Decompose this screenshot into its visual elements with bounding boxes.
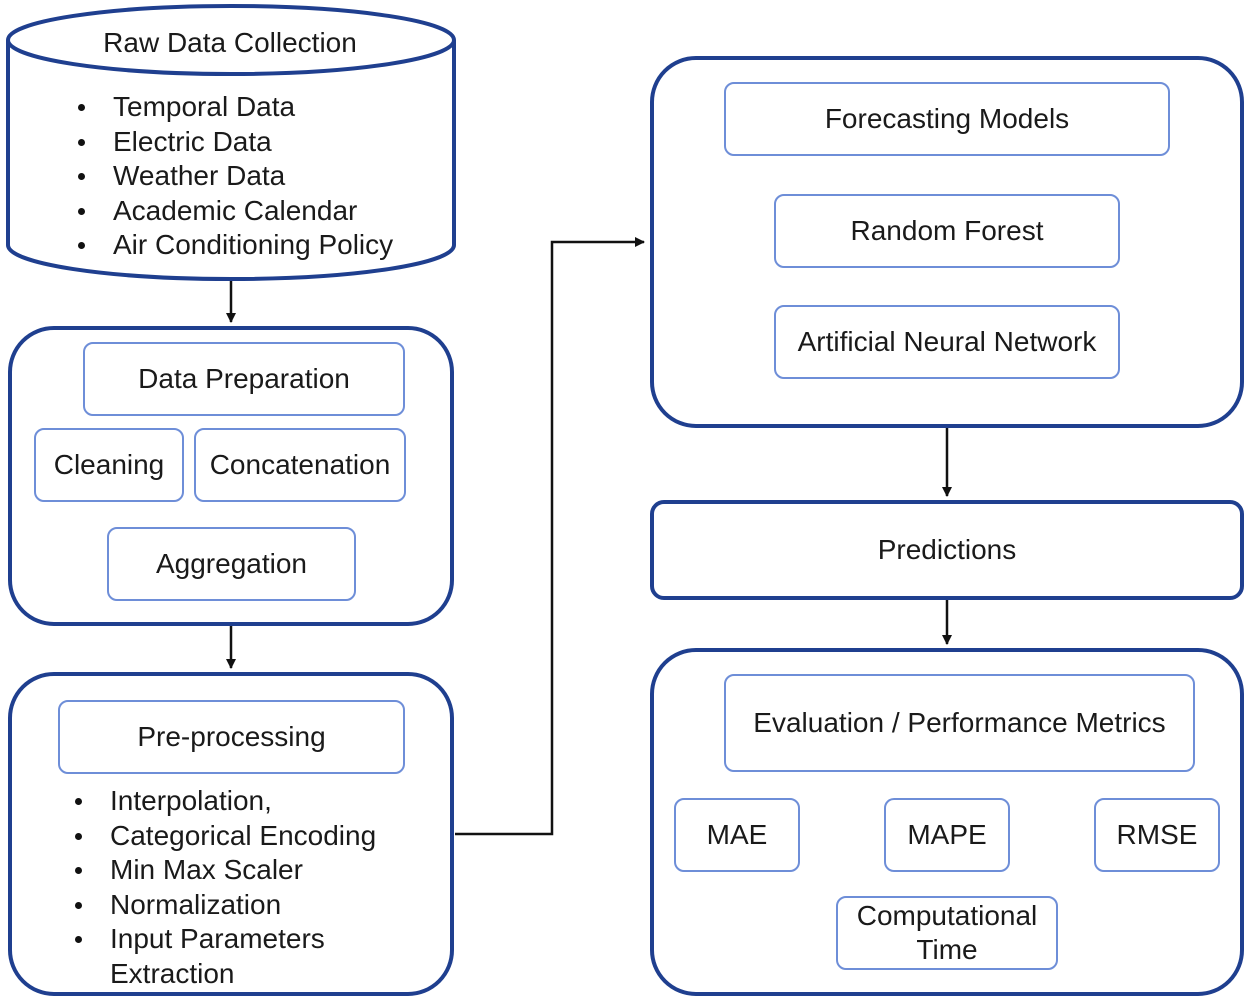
predictions-box: Predictions [650,500,1244,600]
data-preparation-title: Data Preparation [83,342,405,416]
predictions-label: Predictions [877,534,1017,565]
forecasting-title: Forecasting Models [724,82,1170,156]
computational-time-line1: Computational [856,900,1038,931]
rmse-box: RMSE [1094,798,1220,872]
list-item: Academic Calendar [78,194,448,229]
mae-box: MAE [674,798,800,872]
computational-time-line2: Time [916,934,978,965]
arrow-preprocessing-to-forecasting [455,237,645,836]
concatenation-box: Concatenation [194,428,406,502]
raw-data-list: Temporal Data Electric Data Weather Data… [78,90,448,263]
list-item: Air Conditioning Policy [78,228,448,263]
evaluation-title: Evaluation / Performance Metrics [724,674,1195,772]
list-item-continuation: Extraction [110,957,235,989]
list-item: Electric Data [78,125,448,160]
preprocessing-title: Pre-processing [58,700,405,774]
list-item: Normalization [75,888,445,923]
list-item: Input Parameters [75,922,445,957]
list-item: Temporal Data [78,90,448,125]
random-forest-box: Random Forest [774,194,1120,268]
list-item: Weather Data [78,159,448,194]
raw-data-title: Raw Data Collection [103,27,357,58]
aggregation-box: Aggregation [107,527,356,601]
list-item: Categorical Encoding [75,819,445,854]
mape-box: MAPE [884,798,1010,872]
cleaning-box: Cleaning [34,428,184,502]
list-item: Min Max Scaler [75,853,445,888]
ann-box: Artificial Neural Network [774,305,1120,379]
list-item: Interpolation, [75,784,445,819]
preprocessing-list: Interpolation, Categorical Encoding Min … [75,784,445,991]
computational-time-box: Computational Time [836,896,1058,970]
